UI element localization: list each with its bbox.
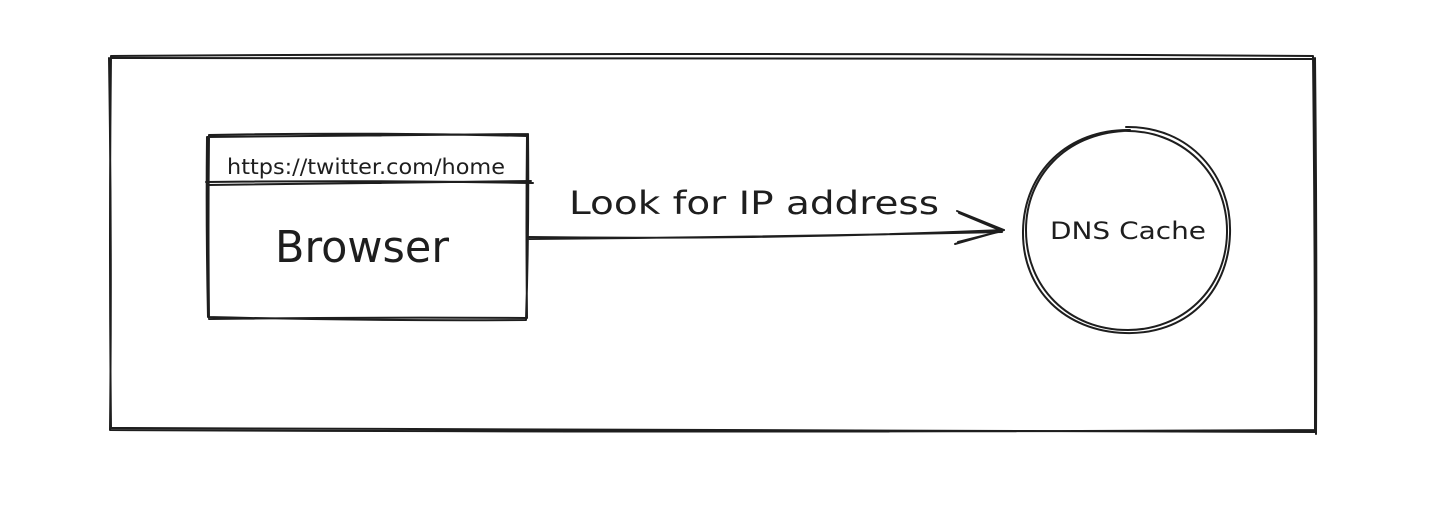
browser-box [205, 132, 530, 322]
browser-url-divider [205, 180, 534, 186]
browser-url: https://twitter.com/home [227, 155, 505, 179]
dns-cache-label: DNS Cache [1050, 217, 1206, 245]
browser-label: Browser [275, 222, 450, 273]
dns-cache-node: DNS Cache [1021, 125, 1232, 335]
edge-label: Look for IP address [569, 184, 939, 222]
edge-browser-to-dns: Look for IP address [527, 184, 1005, 245]
browser-node: https://twitter.com/home Browser [205, 132, 534, 322]
dns-cache-circle [1021, 125, 1232, 335]
arrow-head [954, 210, 1005, 245]
arrow-line [527, 229, 1005, 240]
